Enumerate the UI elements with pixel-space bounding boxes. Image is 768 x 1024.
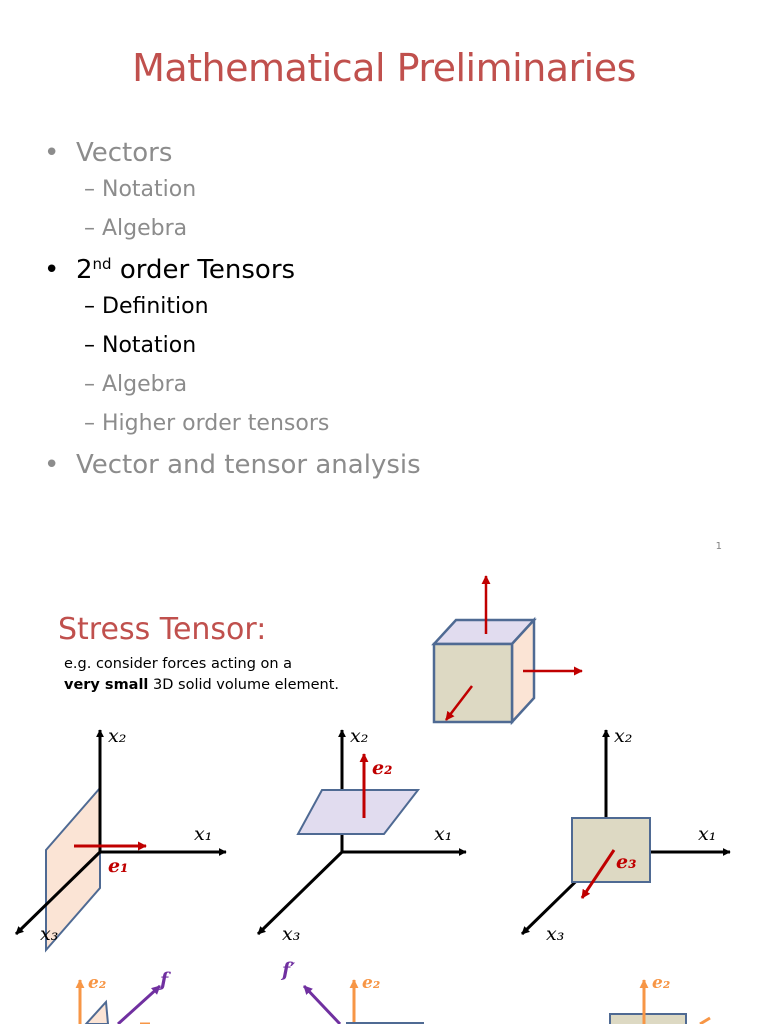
desc-bold: very small	[64, 677, 149, 693]
stress-diagram: x₂ x₁ x₃ e₁ x₂ e₂ x₁ x₃ x₂ x₁ e₃	[14, 575, 731, 1024]
slide-2: Stress Tensor: e.g. consider forces acti…	[0, 568, 768, 1024]
force-vector-f	[116, 984, 162, 1024]
axis-label-x1: x₁	[698, 823, 716, 845]
axis-label-x1: x₁	[194, 823, 212, 845]
force-vector-f-prime	[302, 984, 342, 1024]
bullet-list: • Vectors – Notation – Algebra • 2nd order…	[44, 136, 421, 487]
slide-title: Stress Tensor:	[58, 612, 267, 647]
force-label-f-prime: f′	[280, 959, 295, 981]
desc-rest: 3D solid volume element.	[148, 677, 340, 693]
axis-label-x3: x₃	[282, 923, 300, 945]
bullet-text: Vectors	[76, 138, 173, 168]
slide-title: Mathematical Preliminaries	[132, 46, 636, 90]
vector-label-e2: e₂	[652, 973, 670, 993]
page-number: 1	[715, 541, 722, 552]
vector-label-e2: e₂	[362, 973, 380, 993]
sub-bullet-tensors-definition: – Definition	[44, 292, 421, 322]
sub-bullet-text: Higher order tensors	[102, 411, 330, 436]
dash: –	[84, 333, 95, 358]
vector-label-e1: e₁	[108, 855, 128, 877]
axis-label-x3: x₃	[40, 923, 58, 945]
bullet-tensors: • 2nd order Tensors	[44, 253, 421, 287]
sub-bullet-text: Algebra	[102, 216, 188, 241]
sub-bullet-text: Algebra	[102, 372, 188, 397]
axes-diagram-e2: x₂ e₂ x₁ x₃	[256, 725, 467, 945]
axes-diagram-e1: x₂ x₁ x₃ e₁	[14, 725, 227, 953]
sub-bullet-tensors-notation: – Notation	[44, 331, 421, 361]
bullet-superscript: nd	[92, 255, 112, 273]
bullet-text: Vector and tensor analysis	[76, 450, 421, 480]
desc-line-1: e.g. consider forces acting on a	[64, 656, 293, 672]
axis-label-x2: x₂	[108, 725, 126, 747]
axes-diagram-e3: x₂ x₁ e₃ x₃	[520, 725, 731, 945]
force-label-f: f	[158, 969, 171, 991]
sub-bullet-vectors-algebra: – Algebra	[44, 214, 421, 244]
dash: –	[84, 411, 95, 436]
vector-label-e2: e₂	[372, 757, 392, 779]
sub-bullet-text: Notation	[102, 177, 197, 202]
bullet-analysis: • Vector and tensor analysis	[44, 448, 421, 482]
axis-label-x3: x₃	[546, 923, 564, 945]
force-diagram-1: e₂ f	[75, 969, 171, 1024]
bullet-dot: •	[44, 450, 60, 480]
sub-bullet-text: Definition	[102, 294, 209, 319]
slide-description: e.g. consider forces acting on a very sm…	[64, 654, 339, 696]
bullet-number: 2	[76, 255, 93, 285]
dash: –	[84, 372, 95, 397]
axis-label-x2: x₂	[350, 725, 368, 747]
dash: –	[84, 216, 95, 241]
sub-bullet-text: Notation	[102, 333, 197, 358]
vector-label-e3: e₃	[616, 851, 636, 873]
bullet-dot: •	[44, 255, 60, 285]
slide-1: Mathematical Preliminaries • Vectors – No…	[44, 46, 722, 552]
sub-bullet-tensors-algebra: – Algebra	[44, 370, 421, 400]
sub-bullet-higher-order: – Higher order tensors	[44, 409, 421, 439]
force-arrow-front	[445, 685, 473, 721]
axis-label-x1: x₁	[434, 823, 452, 845]
sub-bullet-vectors-notation: – Notation	[44, 175, 421, 205]
bullet-dot: •	[44, 138, 60, 168]
force-diagram-2: f′ e₂	[280, 959, 424, 1024]
volume-element-cube	[431, 575, 583, 726]
bullet-text: order Tensors	[111, 255, 296, 285]
dash: –	[84, 294, 95, 319]
dash: –	[84, 177, 95, 202]
axis-label-x2: x₂	[614, 725, 632, 747]
vector-label-e2: e₂	[88, 973, 106, 993]
force-diagram-3: e₂	[609, 973, 711, 1024]
bullet-vectors: • Vectors	[44, 136, 421, 170]
unit-vector-e3	[580, 849, 616, 899]
